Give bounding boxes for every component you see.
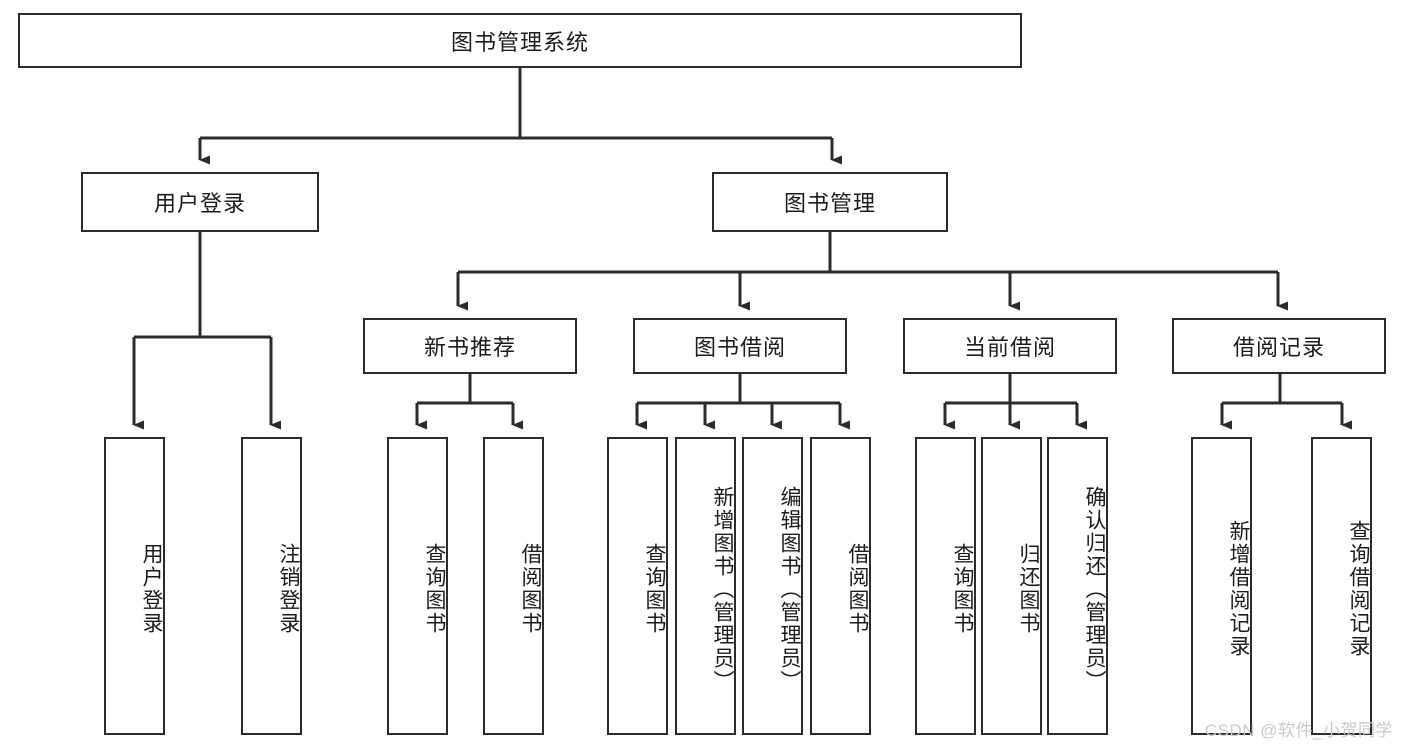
leaf-query-book-current-label: 查询图书 [951, 543, 974, 635]
node-book-borrow[interactable]: 图书借阅 [633, 318, 847, 374]
leaf-edit-book-admin[interactable]: 编辑图书（管理员） [742, 437, 803, 735]
node-root[interactable]: 图书管理系统 [18, 13, 1022, 68]
leaf-query-book-borrow-label: 查询图书 [643, 543, 666, 635]
leaf-logout-label: 注销登录 [277, 543, 300, 635]
leaf-query-book-recommend[interactable]: 查询图书 [387, 437, 448, 735]
leaf-query-borrow-record[interactable]: 查询借阅记录 [1311, 437, 1372, 735]
node-root-label: 图书管理系统 [450, 29, 589, 55]
leaf-return-book-label: 归还图书 [1017, 543, 1040, 635]
leaf-borrow-book-label: 借阅图书 [846, 543, 869, 635]
csdn-watermark: CSDN @软件_小贺同学 [1204, 721, 1393, 740]
leaf-user-login-label: 用户登录 [140, 543, 163, 635]
leaf-borrow-book-recommend[interactable]: 借阅图书 [483, 437, 544, 735]
node-user-login[interactable]: 用户登录 [81, 172, 319, 232]
leaf-query-book-recommend-label: 查询图书 [423, 543, 446, 635]
leaf-borrow-book[interactable]: 借阅图书 [810, 437, 871, 735]
leaf-logout[interactable]: 注销登录 [241, 437, 302, 735]
leaf-add-book-admin[interactable]: 新增图书（管理员） [675, 437, 736, 735]
leaf-add-borrow-record-label: 新增借阅记录 [1227, 520, 1250, 658]
leaf-return-book[interactable]: 归还图书 [981, 437, 1042, 735]
leaf-confirm-return-admin-label: 确认归还（管理员） [1083, 485, 1106, 693]
leaf-query-book-borrow[interactable]: 查询图书 [607, 437, 668, 735]
node-user-login-label: 用户登录 [153, 191, 246, 216]
node-current-borrow-label: 当前借阅 [963, 335, 1056, 360]
leaf-query-borrow-record-label: 查询借阅记录 [1347, 520, 1370, 658]
node-current-borrow[interactable]: 当前借阅 [903, 318, 1117, 374]
node-new-book-recommend-label: 新书推荐 [423, 335, 516, 360]
node-book-management-label: 图书管理 [783, 191, 876, 216]
leaf-confirm-return-admin[interactable]: 确认归还（管理员） [1047, 437, 1108, 735]
leaf-user-login[interactable]: 用户登录 [104, 437, 165, 735]
leaf-query-book-current[interactable]: 查询图书 [915, 437, 976, 735]
node-borrow-record-label: 借阅记录 [1232, 335, 1325, 360]
leaf-add-book-admin-label: 新增图书（管理员） [711, 485, 734, 693]
node-book-management[interactable]: 图书管理 [712, 172, 948, 232]
node-new-book-recommend[interactable]: 新书推荐 [363, 318, 577, 374]
leaf-borrow-book-recommend-label: 借阅图书 [519, 543, 542, 635]
leaf-add-borrow-record[interactable]: 新增借阅记录 [1191, 437, 1252, 735]
node-borrow-record[interactable]: 借阅记录 [1172, 318, 1386, 374]
leaf-edit-book-admin-label: 编辑图书（管理员） [778, 485, 801, 693]
node-book-borrow-label: 图书借阅 [693, 335, 786, 360]
